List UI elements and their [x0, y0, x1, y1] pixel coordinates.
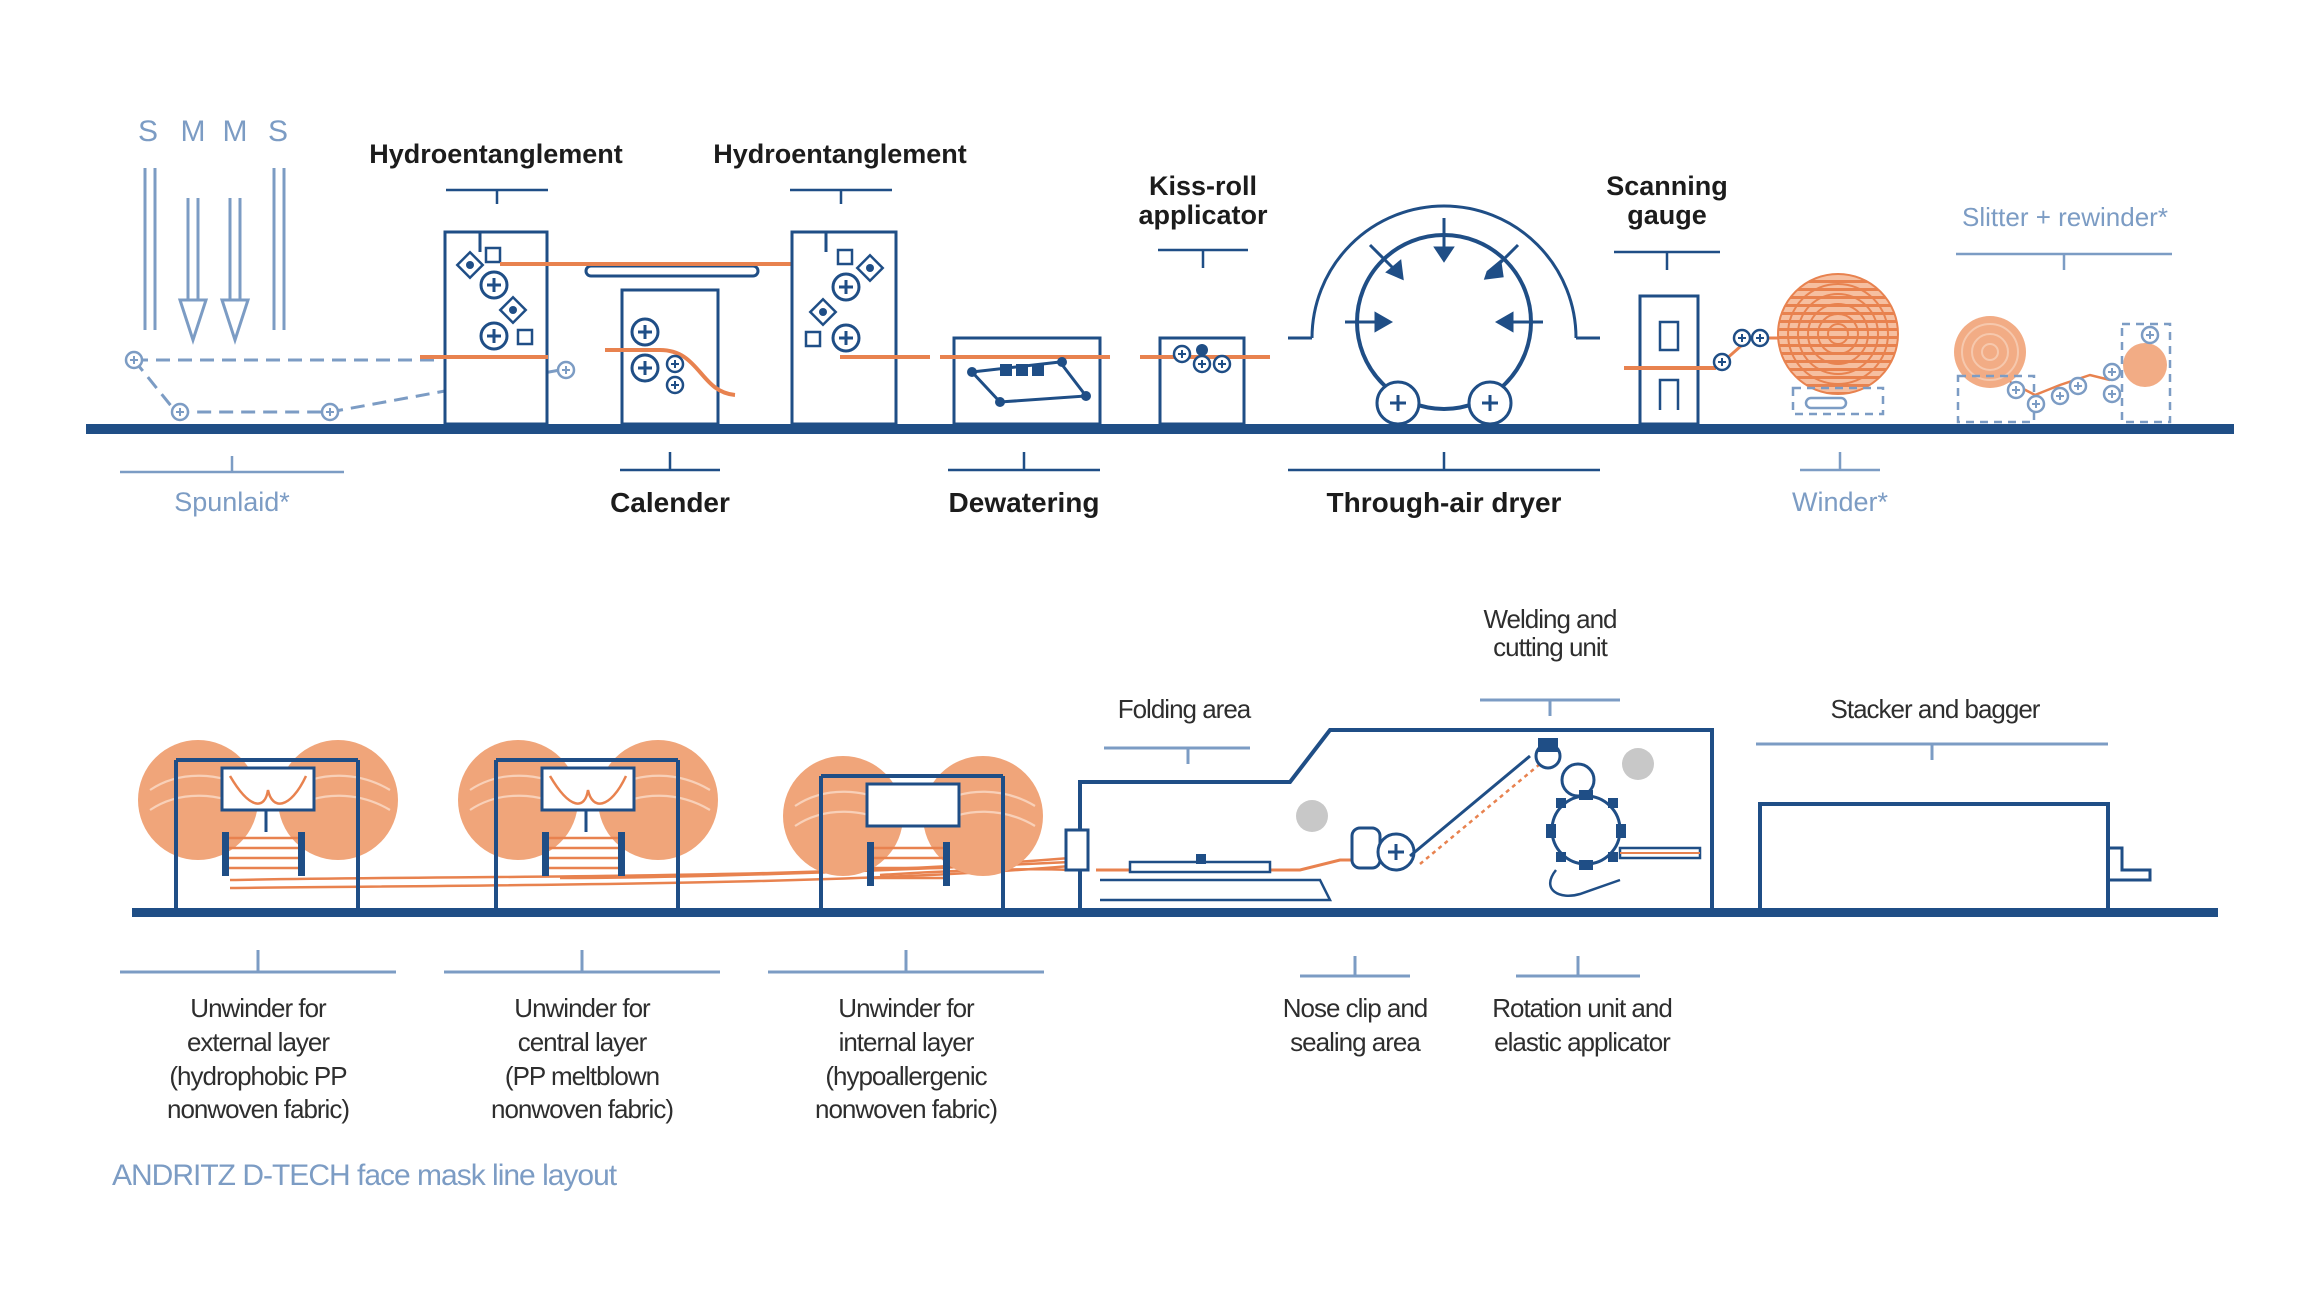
bottom-leader-lines	[120, 698, 2108, 978]
unwinder-internal	[783, 756, 1043, 910]
diagram-caption: ANDRITZ D-TECH face mask line layout	[112, 1159, 617, 1192]
bottom-floor-line	[132, 908, 2218, 917]
winder-unit	[1777, 273, 1899, 416]
bottom-process-line	[120, 698, 2218, 978]
label-hydroentanglement-1: Hydroentanglement	[369, 139, 623, 169]
smms-letter-2: M	[180, 115, 206, 148]
top-leader-lines	[446, 188, 1720, 472]
label-kiss-roll-applicator: Kiss-roll applicator	[1138, 171, 1268, 230]
scanning-gauge-unit	[1624, 294, 1790, 426]
smms-spinning-beams	[143, 168, 286, 345]
unwinder-external	[138, 740, 398, 910]
label-nose-clip-sealing: Nose clip and sealing area	[1282, 993, 1429, 1057]
kiss-roll-applicator-unit	[1140, 336, 1270, 426]
top-floor-line	[86, 424, 2234, 434]
through-air-dryer-unit	[1288, 204, 1600, 426]
smms-letter-1: S	[137, 115, 158, 148]
label-calender: Calender	[610, 487, 730, 518]
transfer-conveyor	[584, 264, 760, 278]
top-process-line	[86, 168, 2234, 474]
label-slitter-rewinder: Slitter + rewinder*	[1962, 202, 2168, 232]
top-leader-lines-light	[120, 252, 2172, 474]
label-spunlaid: Spunlaid*	[174, 487, 290, 517]
slitter-rewinder-unit	[1954, 316, 2172, 424]
hydroentanglement-unit-1	[420, 230, 549, 426]
label-unwinder-internal: Unwinder for internal layer (hypoallerge…	[815, 993, 998, 1125]
label-folding-area: Folding area	[1117, 694, 1252, 724]
dewatering-unit	[940, 336, 1110, 426]
label-unwinder-external: Unwinder for external layer (hydrophobic…	[167, 993, 350, 1125]
smms-letter-4: S	[267, 115, 288, 148]
stacker-bagger-unit	[1758, 802, 2152, 910]
label-rotation-elastic: Rotation unit and elastic applicator	[1492, 993, 1673, 1057]
unwinder-central	[458, 740, 718, 910]
calender-unit	[605, 288, 736, 426]
label-dewatering: Dewatering	[948, 487, 1100, 518]
smms-letter-3: M	[222, 115, 248, 148]
label-scanning-gauge: Scanning gauge	[1606, 171, 1728, 230]
label-through-air-dryer: Through-air dryer	[1326, 487, 1562, 518]
label-welding-cutting-unit: Welding and cutting unit	[1483, 604, 1617, 662]
hydroentanglement-unit-2	[790, 230, 930, 426]
label-winder: Winder*	[1791, 487, 1889, 517]
label-stacker-bagger: Stacker and bagger	[1830, 694, 2041, 724]
mask-machine-housing	[1064, 728, 1714, 910]
label-unwinder-central: Unwinder for central layer (PP meltblown…	[491, 993, 674, 1125]
label-hydroentanglement-2: Hydroentanglement	[713, 139, 967, 169]
